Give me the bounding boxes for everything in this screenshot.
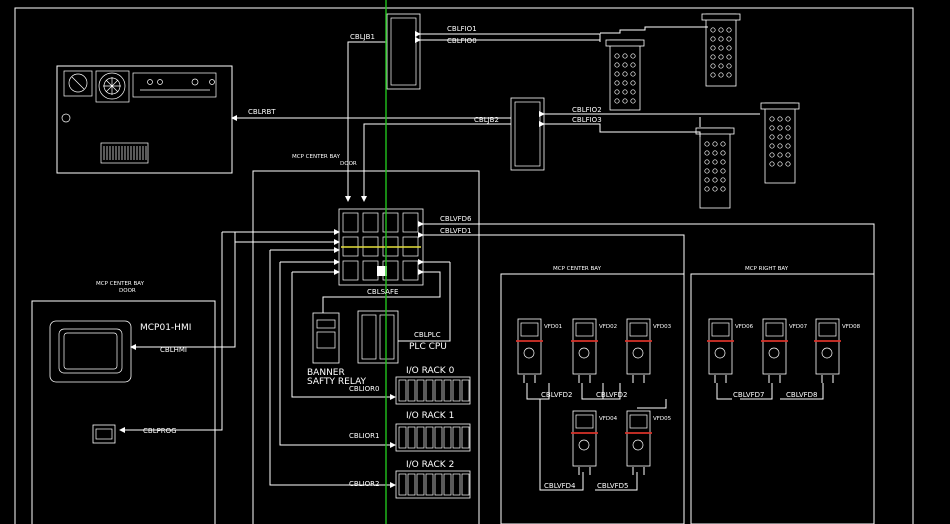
relay-label-line1: BANNER <box>307 368 345 378</box>
plc-label: PLC CPU <box>409 342 447 352</box>
center-bay-panel <box>500 273 685 524</box>
cable-label-cbljb1: CBLJB1 <box>350 33 375 41</box>
vfd-drive <box>625 410 652 475</box>
cable-label-cblvfd8: CBLVFD8 <box>786 391 817 399</box>
banner-safety-relay <box>312 312 340 364</box>
hmi-label: MCP01-HMI <box>140 323 191 333</box>
vfd-label: VFD01 <box>544 324 562 330</box>
cable-label-cblvfd1: CBLVFD1 <box>440 227 471 235</box>
cable-label-cblfio0: CBLFIO0 <box>447 37 477 45</box>
cable-label-cblprog: CBLPROG <box>143 427 177 435</box>
cable-label-cblior1: CBLIOR1 <box>349 432 379 440</box>
rack2-label: I/O RACK 2 <box>406 460 454 470</box>
right-bay-caption: MCP RIGHT BAY <box>745 266 789 272</box>
io-rack-device <box>395 376 471 405</box>
field-io-tower <box>605 39 645 111</box>
io-rack-device <box>395 470 471 499</box>
field-io-tower <box>695 127 735 209</box>
io-rack-device <box>395 423 471 452</box>
field-io-tower <box>760 102 800 184</box>
cable-label-cblvfd2b: CBLVFD2 <box>596 391 627 399</box>
vfd-drive <box>625 318 652 383</box>
vfd-label: VFD04 <box>599 416 618 422</box>
cable-label-cblvfd4: CBLVFD4 <box>544 482 576 490</box>
cable-label-cblsafe: CBLSAFE <box>367 288 398 296</box>
vfd-label: VFD08 <box>842 324 861 330</box>
hmi-panel-device <box>49 320 132 383</box>
cable-label-cblior0: CBLIOR0 <box>349 385 379 393</box>
rack0-label: I/O RACK 0 <box>406 366 455 376</box>
vfd-drive <box>707 318 734 383</box>
junction-box-2 <box>510 97 545 171</box>
cable-label-cblhmi: CBLHMI <box>160 346 187 354</box>
vfd-drive <box>516 318 543 383</box>
cable-label-cblvfd2a: CBLVFD2 <box>541 391 572 399</box>
cable-label-cblfio3: CBLFIO3 <box>572 116 602 124</box>
cable-label-cblfio1: CBLFIO1 <box>447 25 477 33</box>
cable-label-cblior2: CBLIOR2 <box>349 480 379 488</box>
vfd-label: VFD06 <box>735 324 754 330</box>
hmi-door-caption: MCP CENTER BAY <box>96 281 145 287</box>
right-bay-panel <box>690 273 875 524</box>
center-bay-caption: MCP CENTER BAY <box>553 266 602 272</box>
vfd-drive <box>571 318 598 383</box>
cable-label-cblplc: CBLPLC <box>414 331 441 339</box>
robot-controller <box>56 65 233 174</box>
hmi-door-caption-line2: DOOR <box>119 288 136 294</box>
cable-label-cblrbt: CBLRBT <box>248 108 276 116</box>
door-caption-line1: MCP CENTER BAY <box>292 154 341 160</box>
vfd-drive <box>761 318 788 383</box>
center-bay-door-panel <box>252 170 480 524</box>
vfd-drive <box>814 318 841 383</box>
junction-box-1 <box>386 13 421 90</box>
wires <box>119 26 875 491</box>
vfd-label: VFD05 <box>653 416 672 422</box>
rack1-label: I/O RACK 1 <box>406 411 454 421</box>
plc-cpu <box>357 310 399 364</box>
field-io-tower <box>701 13 741 87</box>
programming-port-device <box>92 424 116 444</box>
vfd-label: VFD07 <box>789 324 808 330</box>
relay-label-line2: SAFTY RELAY <box>307 377 367 387</box>
cable-label-cbljb2: CBLJB2 <box>474 116 499 124</box>
safety-distribution-block <box>338 208 424 286</box>
outer-frame <box>14 7 914 524</box>
cable-label-cblvfd5: CBLVFD5 <box>597 482 628 490</box>
vfd-label: VFD02 <box>599 324 617 330</box>
cable-label-cblvfd7: CBLVFD7 <box>733 391 764 399</box>
vfd-label: VFD03 <box>653 324 672 330</box>
hmi-door-panel <box>31 300 216 524</box>
cable-label-cblfio2: CBLFIO2 <box>572 106 602 114</box>
vfd-drive <box>571 410 598 475</box>
cable-label-cblvfd6: CBLVFD6 <box>440 215 472 223</box>
